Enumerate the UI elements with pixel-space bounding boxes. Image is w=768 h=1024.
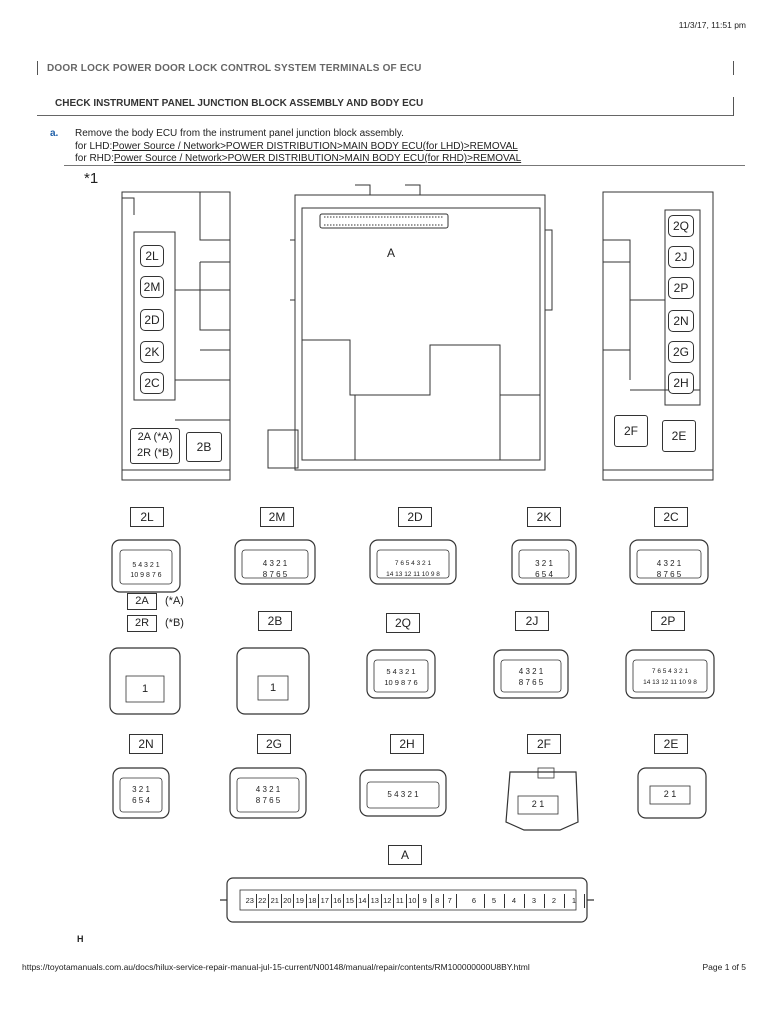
pin-number: 16 [332,894,344,908]
pin-grid: 2 1 [531,799,545,809]
pin-number: 11 [394,894,407,908]
right-unit-label: 2J [668,246,694,268]
pin-number: 7 [444,894,457,908]
rhd-link[interactable]: Power Source / Network [113,153,222,164]
connector-tag: 2P [651,611,685,631]
connector-note: (*B) [165,617,184,629]
page-number: Page 1 of 5 [702,962,746,972]
pin-number: 18 [307,894,319,908]
pin-number: 17 [319,894,332,908]
breadcrumb-text: DOOR LOCK POWER DOOR LOCK CONTROL SYSTEM… [47,63,422,74]
step-instruction: Remove the body ECU from the instrument … [75,128,404,139]
right-bottom-left-label: 2F [614,415,648,447]
connector-tag: 2K [527,507,561,527]
connector-tag: 2C [654,507,688,527]
rhd-line: for RHD:Power Source / Network>POWER DIS… [75,153,522,164]
center-ecu-outline [267,184,553,471]
pin-number: 20 [282,894,294,908]
connector-tag: 2R [127,615,157,632]
left-unit-label: 2L [140,245,164,267]
figure-star-label: *1 [84,170,99,187]
left-bottom-right-label: 2B [186,432,222,462]
section-title: CHECK INSTRUMENT PANEL JUNCTION BLOCK AS… [55,98,424,109]
pin-number: 4 [505,894,525,908]
left-bottom-label: 2A (*A)2R (*B) [130,428,180,464]
left-junction-outline [121,191,231,481]
footer-url[interactable]: https://toyotamanuals.com.au/docs/hilux-… [22,962,530,972]
lhd-link-path[interactable]: >POWER DISTRIBUTION>MAIN BODY ECU(for LH… [220,140,518,152]
connector-tag: 2D [398,507,432,527]
connector-tag: 2B [258,611,292,631]
connector-tag: 2M [260,507,294,527]
pin-number: 12 [382,894,394,908]
pin-number: 14 [357,894,369,908]
right-unit-label: 2H [668,372,694,394]
center-label: A [387,246,396,260]
pin-number: 10 [407,894,419,908]
step-label: a. [50,128,59,139]
pin-number: 2 [545,894,565,908]
connector-tag: 2G [257,734,291,754]
breadcrumb: DOOR LOCK POWER DOOR LOCK CONTROL SYSTEM… [37,57,734,79]
left-unit-label: 2K [140,341,164,363]
figure-top-rule [64,165,745,166]
connector-tag: 2N [129,734,163,754]
right-unit-label: 2G [668,341,694,363]
connector-tag: 2A [127,593,157,610]
pin-number: 5 [485,894,505,908]
right-unit-label: 2P [668,277,694,299]
connector-note: (*A) [165,595,184,607]
pin-number: 21 [269,894,282,908]
pin-grid: 1 [141,683,149,695]
pin-number: 15 [344,894,357,908]
connector-tag: 2H [390,734,424,754]
lhd-line: for LHD:Power Source / Network>POWER DIS… [75,140,518,152]
left-unit-label: 2M [140,276,164,298]
section-header: CHECK INSTRUMENT PANEL JUNCTION BLOCK AS… [37,94,734,116]
connector-tag: 2Q [386,613,420,633]
pin-number: 6 [465,894,485,908]
connector-tag: 2E [654,734,688,754]
pin-grid: 5 4 3 2 1 [387,790,419,799]
connector-tag: 2L [130,507,164,527]
right-bottom-right-label: 2E [662,420,696,452]
left-unit-label: 2D [140,309,164,331]
pin-number: 13 [369,894,382,908]
pin-grid: 1 [269,682,277,694]
right-unit-label: 2N [668,310,694,332]
pin-number: 23 [244,894,257,908]
lhd-link[interactable]: Power Source / Network [112,140,221,152]
print-timestamp: 11/3/17, 11:51 pm [678,20,746,30]
right-unit-label: 2Q [668,215,694,237]
pin-grid: 2 1 [663,789,677,799]
pin-number: 19 [294,894,307,908]
connector-tag: 2J [515,611,549,631]
pin-number: 3 [525,894,545,908]
pin-number: 1 [565,894,585,908]
pin-number: 9 [419,894,432,908]
pin-number: 8 [432,894,444,908]
connector-tag: 2F [527,734,561,754]
left-unit-label: 2C [140,372,164,394]
rhd-link-path[interactable]: >POWER DISTRIBUTION>MAIN BODY ECU(for RH… [221,153,522,164]
h-note: H [77,934,84,944]
connector-tag: A [388,845,422,865]
pin-number: 22 [257,894,269,908]
